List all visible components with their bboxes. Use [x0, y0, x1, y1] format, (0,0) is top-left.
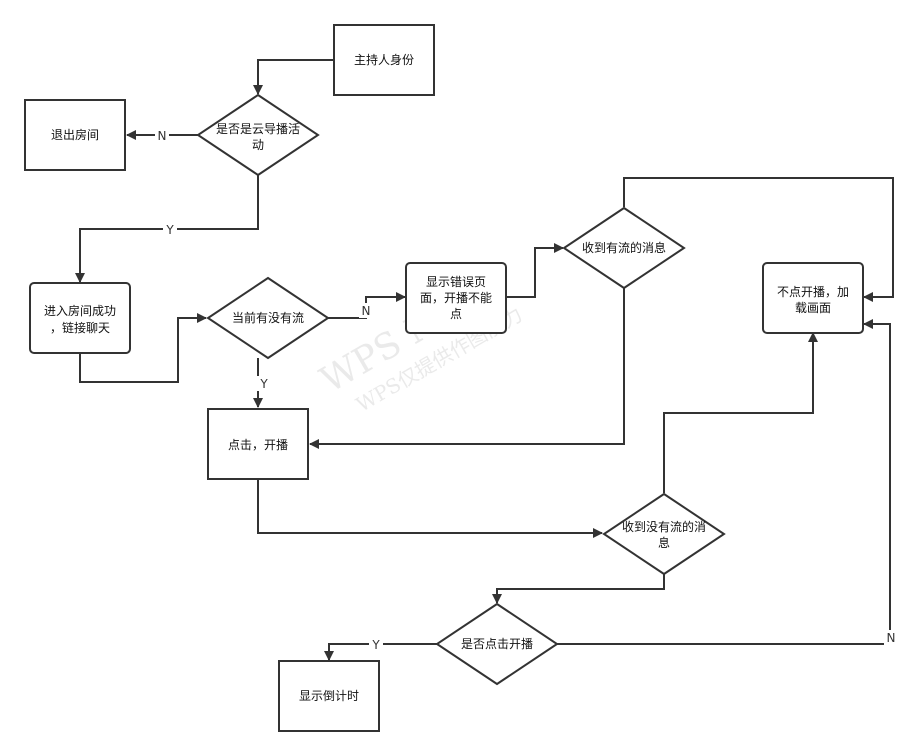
edge-host-to-cloud — [253, 59, 334, 95]
edges — [75, 59, 894, 661]
edge-recv-nostream-to-clickq — [492, 574, 665, 604]
node-cloud-question: 是否是云导播活 动 — [196, 93, 320, 177]
node-enter-shape — [29, 282, 131, 354]
edge-recv-nostream-to-noclick — [663, 332, 818, 493]
edge-click-to-recv-nostream — [257, 479, 603, 538]
node-recv-nostream-line1: 收到没有流的消 — [622, 519, 706, 534]
node-no-click-line2: 载画面 — [795, 301, 831, 315]
edge-error-to-recv-stream — [506, 243, 564, 298]
node-error: 显示错误页 面，开播不能 点 — [405, 262, 507, 334]
node-error-line2: 面，开播不能 — [420, 291, 492, 305]
node-exit-label: 退出房间 — [51, 127, 99, 142]
node-recv-stream-shape — [562, 206, 686, 290]
node-recv-stream-label: 收到有流的消息 — [582, 240, 666, 255]
node-cloud-question-line1: 是否是云导播活 — [216, 122, 300, 136]
node-error-line1: 显示错误页 — [426, 275, 486, 289]
node-stream-question-shape — [206, 276, 330, 360]
node-click-question: 是否点击开播 — [435, 602, 559, 686]
edge-recv-stream-to-click — [309, 288, 625, 449]
node-countdown: 显示倒计时 — [278, 660, 380, 732]
node-enter-line2: ，链接聊天 — [50, 320, 110, 335]
edge-clickq-to-noclick — [557, 319, 891, 645]
label-stream-yes: Y — [259, 377, 268, 391]
label-cloud-yes: Y — [165, 223, 174, 237]
node-host-label: 主持人身份 — [354, 52, 414, 67]
node-click-start: 点击，开播 — [207, 408, 309, 480]
node-cloud-question-shape — [196, 93, 320, 177]
node-no-click-shape — [762, 262, 864, 334]
node-enter: 进入房间成功 ，链接聊天 — [29, 282, 131, 354]
label-stream-no: N — [362, 304, 371, 318]
node-click-question-shape — [435, 602, 559, 686]
node-recv-nostream-shape — [602, 492, 726, 576]
node-click-start-label: 点击，开播 — [228, 438, 288, 452]
edge-labels: N Y N Y Y N — [155, 128, 898, 652]
node-countdown-shape — [278, 660, 380, 732]
edge-clickq-to-countdown — [324, 643, 437, 661]
node-click-question-label: 是否点击开播 — [461, 637, 533, 651]
node-no-click-line1: 不点开播，加 — [777, 285, 849, 299]
node-stream-question-label: 当前有没有流 — [232, 310, 304, 325]
node-recv-nostream-line2: 息 — [658, 535, 670, 550]
node-countdown-label: 显示倒计时 — [299, 689, 359, 703]
node-host-shape — [333, 24, 435, 96]
node-exit: 退出房间 — [24, 99, 126, 171]
node-host: 主持人身份 — [333, 24, 435, 96]
node-error-shape — [405, 262, 507, 334]
node-enter-line1: 进入房间成功 — [44, 303, 116, 318]
label-cloud-no: N — [158, 129, 167, 143]
node-no-click: 不点开播，加 载画面 — [762, 262, 864, 334]
node-recv-nostream: 收到没有流的消 息 — [602, 492, 726, 576]
edge-enter-to-stream — [79, 313, 207, 383]
node-exit-shape — [24, 99, 126, 171]
node-stream-question: 当前有没有流 — [206, 276, 330, 360]
node-error-line3: 点 — [450, 307, 462, 321]
node-recv-stream: 收到有流的消息 — [562, 206, 686, 290]
label-click-yes: Y — [371, 638, 380, 652]
edge-recv-stream-to-noclick — [623, 177, 894, 302]
label-click-no: N — [887, 631, 896, 645]
node-click-start-shape — [207, 408, 309, 480]
node-cloud-question-line2: 动 — [252, 138, 264, 152]
